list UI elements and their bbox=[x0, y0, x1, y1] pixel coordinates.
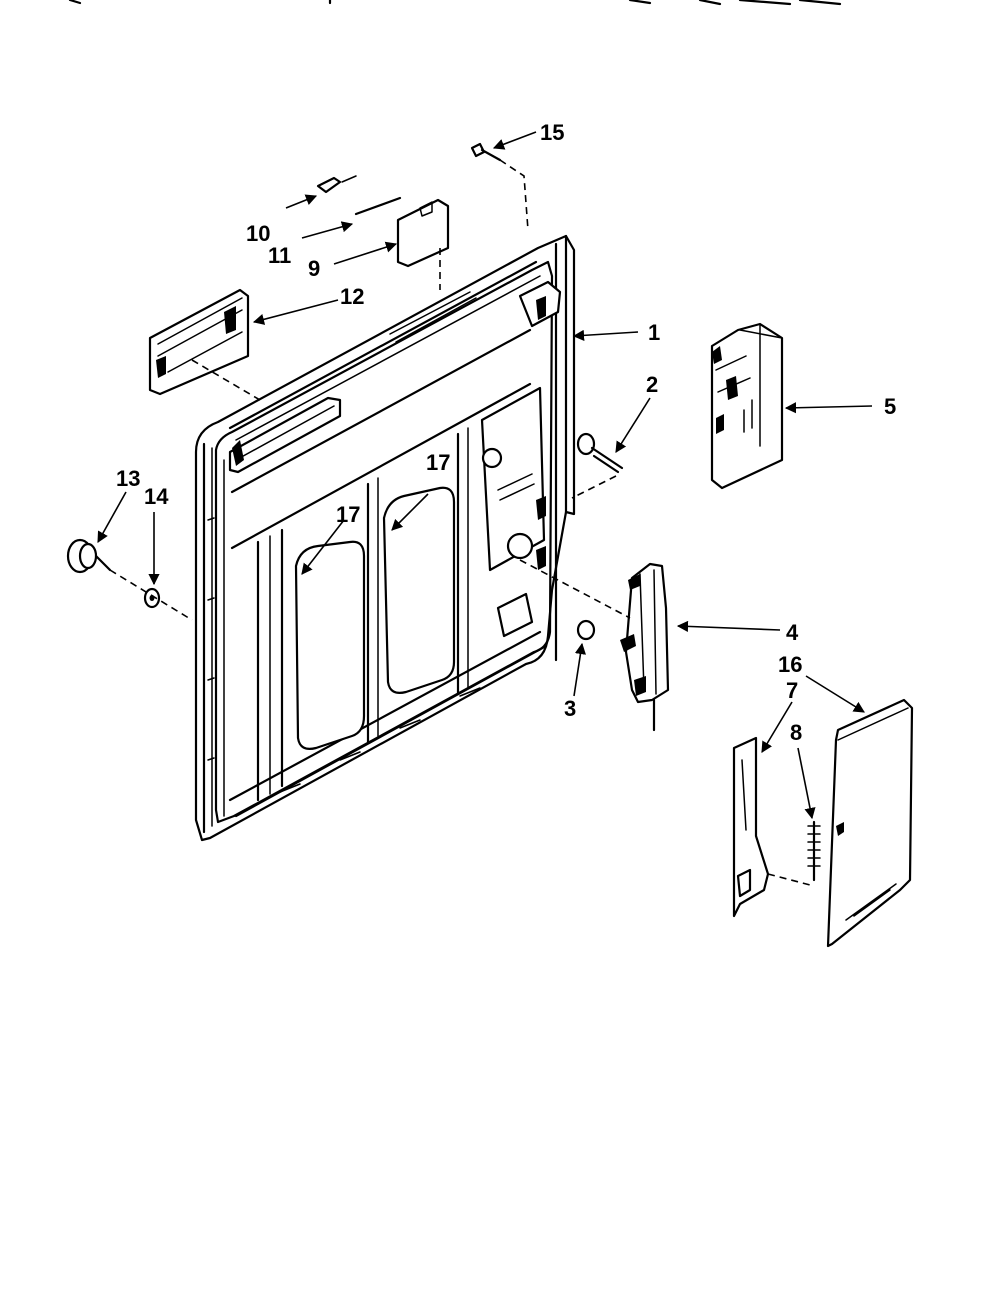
callout-17-right: 17 bbox=[426, 450, 450, 475]
callout-9: 9 bbox=[308, 256, 320, 281]
callout-7: 7 bbox=[786, 678, 798, 703]
washer bbox=[143, 587, 161, 609]
callout-10: 10 bbox=[246, 221, 270, 246]
callout-1: 1 bbox=[648, 320, 660, 345]
callout-8: 8 bbox=[790, 720, 802, 745]
callout-labels: 15 10 11 9 12 1 2 5 13 14 17 17 4 16 7 3… bbox=[116, 120, 896, 745]
callout-2: 2 bbox=[646, 372, 658, 397]
screw-15 bbox=[470, 142, 502, 162]
callout-14: 14 bbox=[144, 484, 169, 509]
pin bbox=[354, 196, 402, 216]
alignment-lines bbox=[109, 159, 815, 887]
insulation-pad-right bbox=[382, 486, 456, 694]
callout-11: 11 bbox=[268, 243, 291, 268]
latch-cover bbox=[826, 698, 914, 948]
callout-17-left: 17 bbox=[336, 502, 360, 527]
vent-cap bbox=[396, 198, 450, 268]
callout-3: 3 bbox=[564, 696, 576, 721]
callout-15: 15 bbox=[540, 120, 564, 145]
header-fragment bbox=[68, 0, 842, 6]
vent-bracket bbox=[148, 288, 250, 396]
callout-16: 16 bbox=[778, 652, 802, 677]
door-knob bbox=[66, 538, 112, 574]
spring-clip bbox=[316, 175, 357, 194]
leader-lines bbox=[97, 131, 873, 820]
callout-12: 12 bbox=[340, 284, 364, 309]
slide-plate bbox=[732, 736, 770, 918]
spring bbox=[807, 820, 821, 882]
latch-mechanism bbox=[620, 562, 670, 732]
insulation-pad-left bbox=[294, 540, 366, 750]
callout-4: 4 bbox=[786, 620, 799, 645]
bolt-2 bbox=[576, 432, 624, 474]
callout-5: 5 bbox=[884, 394, 896, 419]
bumper bbox=[576, 619, 596, 641]
callout-13: 13 bbox=[116, 466, 140, 491]
latch-housing bbox=[710, 322, 784, 490]
